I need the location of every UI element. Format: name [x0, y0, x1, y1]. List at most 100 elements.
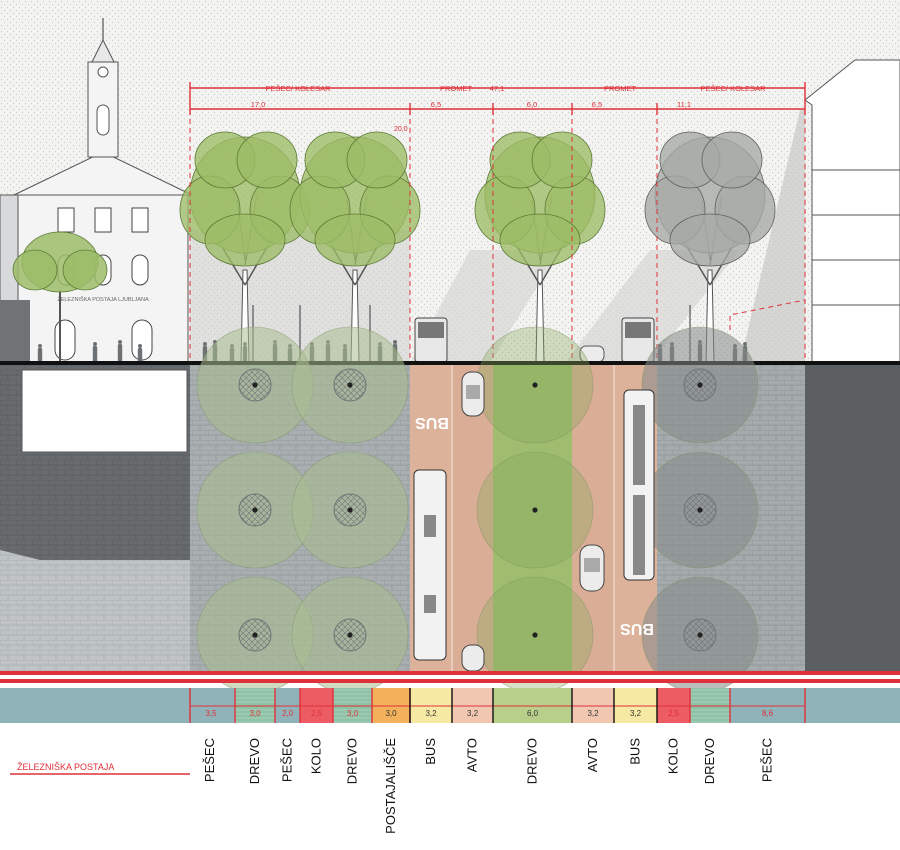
- segment-dimensions: 17,0 6,5 6,0 6,5 11,1: [190, 100, 805, 115]
- median-strip: [493, 365, 572, 671]
- zone-width-label: 2,0: [282, 709, 294, 718]
- road-marking-bus-1: BUS: [415, 414, 449, 431]
- pedestrian: [37, 344, 43, 362]
- tower-window: [96, 104, 110, 136]
- zone-width-label: 3,0: [347, 709, 359, 718]
- overall-label-4: PEŠEC/ KOLESAR: [700, 84, 766, 93]
- zone-width-label: 8,6: [762, 709, 774, 718]
- station-legend: ŽELEZNIŠKA POSTAJA: [10, 762, 190, 775]
- zone-name-label: BUS: [423, 738, 438, 765]
- rail-line-bottom: [0, 679, 900, 683]
- zone-name-label: AVTO: [585, 738, 600, 772]
- pedestrian: [117, 340, 123, 362]
- segment-label-4: 11,1: [677, 100, 691, 109]
- plan-tree: [196, 326, 314, 444]
- bus-plan-right: [623, 389, 655, 581]
- zone-band-extension: [805, 688, 900, 723]
- car-lane-right: [572, 365, 614, 671]
- segment-label-1: 6,5: [431, 100, 441, 109]
- plan-tree: [291, 326, 409, 444]
- ground-line: [0, 361, 900, 365]
- rail-line-top: [0, 671, 900, 675]
- car-plan-right: [579, 544, 605, 592]
- elevation-tree: [289, 131, 421, 363]
- building-shadow: [0, 300, 30, 363]
- plan-view: BUS BUS: [0, 326, 900, 694]
- station-legend-title: ŽELEZNIŠKA POSTAJA: [17, 762, 114, 772]
- plan-tree-canopies: [196, 326, 759, 694]
- bus-plan-left: [413, 469, 447, 661]
- bus-elevation-right: [621, 317, 655, 363]
- zone-12: DREVO: [690, 688, 730, 784]
- zone-name-label: KOLO: [309, 738, 324, 774]
- station-footprint: [21, 369, 188, 453]
- clock-face: [97, 66, 109, 78]
- zone-width-label: 2,5: [668, 709, 680, 718]
- overall-label-1: PROMET: [440, 84, 473, 93]
- bus-elevation-left: [414, 317, 448, 363]
- road-marking-bus-2: BUS: [620, 620, 654, 637]
- segment-label-0: 17,0: [251, 100, 266, 109]
- zone-width-label: 3,0: [385, 709, 397, 718]
- zone-name-label: DREVO: [525, 738, 540, 784]
- zone-width-label: 3,2: [630, 709, 642, 718]
- pedestrian: [92, 342, 98, 362]
- car-plan-left: [461, 371, 485, 417]
- segment-label-3: 6,5: [592, 100, 602, 109]
- plan-tree: [196, 576, 314, 694]
- plan-tree: [641, 576, 759, 694]
- overall-label-2: 47,1: [490, 84, 505, 93]
- zone-name-label: PEŠEC: [760, 738, 775, 782]
- plan-tree: [196, 451, 314, 569]
- overall-label-0: PEŠEC/ KOLESAR: [265, 84, 331, 93]
- zone-width-label: 3,2: [425, 709, 437, 718]
- plan-tree: [476, 451, 594, 569]
- rail-gap: [0, 675, 900, 679]
- elevation-tree: [644, 131, 776, 363]
- car-plan-left-2: [461, 644, 485, 672]
- elevation-tree-small: [12, 231, 108, 362]
- overall-label-3: PROMET: [604, 84, 637, 93]
- right-edge-dark: [805, 365, 900, 671]
- zone-width-label: 6,0: [527, 709, 539, 718]
- zone-name-label: DREVO: [345, 738, 360, 784]
- building-pediment: [13, 151, 193, 196]
- tower-cap: [91, 38, 115, 63]
- dimension-guides: [189, 110, 806, 362]
- zone-name-label: AVTO: [465, 738, 480, 772]
- elevation-view: ŽELEZNIŠKA POSTAJA LJUBLJANA: [0, 0, 900, 364]
- zone-name-label: DREVO: [247, 738, 262, 784]
- zone-width-label: 3,2: [467, 709, 479, 718]
- zone-width-label: 3,2: [587, 709, 599, 718]
- zone-name-label: PEŠEC: [280, 738, 295, 782]
- segment-label-2: 6,0: [527, 100, 537, 109]
- plan-tree: [641, 326, 759, 444]
- zone-name-label: PEŠEC: [202, 738, 217, 782]
- pedestrian: [137, 344, 143, 362]
- overall-dimension: PEŠEC/ KOLESAR PROMET 47,1 PROMET PEŠEC/…: [189, 82, 806, 115]
- plan-tree: [641, 451, 759, 569]
- tree-height-label: 20,0: [394, 126, 408, 133]
- zone-width-label: 2,5: [311, 709, 323, 718]
- zone-name-label: BUS: [628, 738, 643, 765]
- plan-tree: [291, 451, 409, 569]
- elevation-tree: [474, 131, 606, 363]
- building-sign: ŽELEZNIŠKA POSTAJA LJUBLJANA: [57, 295, 149, 303]
- zone-name-label: DREVO: [702, 738, 717, 784]
- right-building: [804, 59, 900, 364]
- plan-tree: [476, 326, 594, 444]
